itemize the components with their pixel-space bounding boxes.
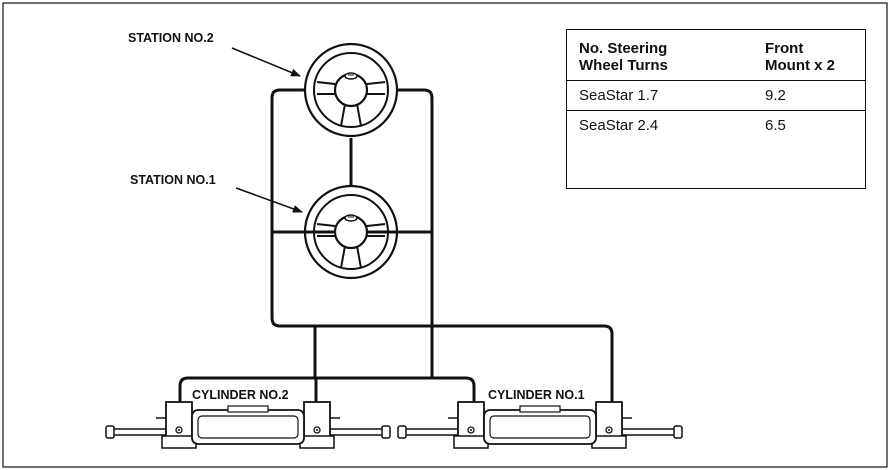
station-1-label: STATION NO.1 — [130, 173, 216, 187]
table-row: SeaStar 2.4 6.5 — [567, 111, 865, 141]
steering-wheel-icon — [303, 42, 399, 138]
cylinder-1-label: CYLINDER NO.1 — [488, 388, 585, 402]
station-1-arrow — [235, 187, 303, 213]
table-row: SeaStar 1.7 9.2 — [567, 80, 865, 111]
value-cell: 9.2 — [753, 80, 865, 111]
model-cell: SeaStar 1.7 — [567, 80, 753, 111]
header-line: No. Steering — [579, 40, 668, 57]
header-line: Wheel Turns — [579, 57, 668, 74]
header-line: Front — [765, 40, 804, 57]
header-line: Mount x 2 — [765, 57, 835, 74]
station-2-label: STATION NO.2 — [128, 31, 214, 45]
value-cell: 6.5 — [765, 117, 786, 134]
cylinder-2-label: CYLINDER NO.2 — [192, 388, 289, 402]
station-2-arrow — [231, 47, 301, 77]
model-cell: SeaStar 2.4 — [579, 117, 659, 134]
hydraulic-cylinder-icon — [397, 401, 683, 449]
hydraulic-cylinder-icon — [105, 401, 391, 449]
hydraulic-lines — [178, 88, 614, 430]
